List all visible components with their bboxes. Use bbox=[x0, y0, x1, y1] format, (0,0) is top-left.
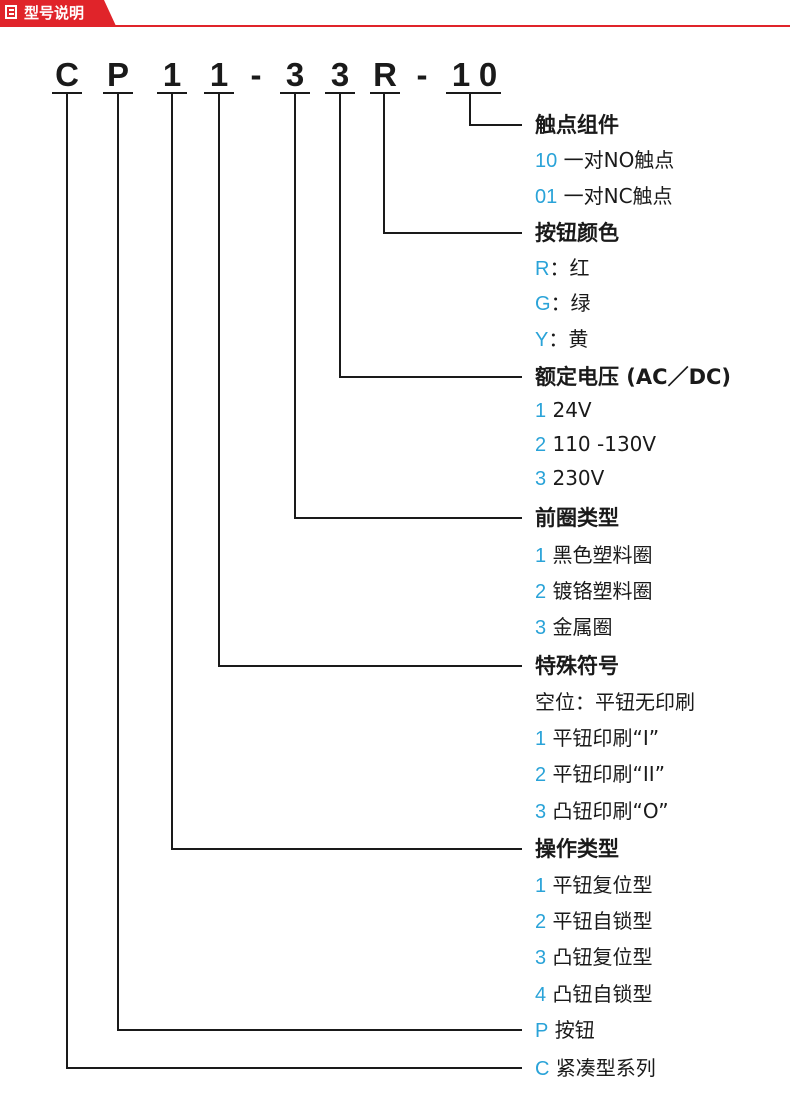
group-title-bezel: 前圈类型 bbox=[535, 506, 619, 530]
option-item: 2 镀铬塑料圈 bbox=[535, 579, 653, 603]
option-item: 1 24V bbox=[535, 398, 592, 422]
section-header-tab: 型号说明 bbox=[0, 0, 116, 26]
section-title: 型号说明 bbox=[24, 4, 85, 22]
code-char-type: P bbox=[106, 56, 129, 93]
group-title-symbol: 特殊符号 bbox=[535, 654, 619, 678]
group-title-operation: 操作类型 bbox=[535, 837, 619, 861]
option-item: 3 凸钮印刷“O” bbox=[535, 799, 669, 823]
label-button: P 按钮 bbox=[535, 1018, 595, 1042]
header-divider bbox=[0, 25, 790, 27]
leader-voltage bbox=[339, 93, 522, 378]
leader-bezel bbox=[294, 93, 522, 519]
label-series: C 紧凑型系列 bbox=[535, 1056, 656, 1080]
option-item: 1 平钮印刷“I” bbox=[535, 726, 660, 750]
leader-button bbox=[117, 93, 522, 1031]
option-item: 3 金属圈 bbox=[535, 615, 613, 639]
option-item: G：绿 bbox=[535, 291, 591, 315]
code-char-contact-1: 1 bbox=[451, 56, 471, 93]
leader-symbol bbox=[218, 93, 522, 667]
group-title-voltage: 额定电压 (AC／DC) bbox=[535, 365, 732, 389]
option-item: 2 平钮自锁型 bbox=[535, 909, 653, 933]
group-title-button-color: 按钮颜色 bbox=[535, 221, 619, 245]
option-item: 空位：平钮无印刷 bbox=[535, 690, 695, 714]
option-item: 10 一对NO触点 bbox=[535, 148, 675, 172]
leader-contact bbox=[469, 93, 522, 126]
code-char-bezel: 3 bbox=[285, 56, 305, 93]
option-item: 1 平钮复位型 bbox=[535, 873, 653, 897]
leader-operation bbox=[171, 93, 522, 850]
option-item: 3 230V bbox=[535, 466, 605, 490]
code-char-contact-2: 0 bbox=[478, 56, 498, 93]
code-char-voltage: 3 bbox=[330, 56, 350, 93]
option-item: Y：黄 bbox=[535, 327, 589, 351]
option-item: 2 110 -130V bbox=[535, 432, 657, 456]
code-char-symbol: 1 bbox=[209, 56, 229, 93]
option-item: R：红 bbox=[535, 256, 590, 280]
option-item: 01 一对NC触点 bbox=[535, 184, 673, 208]
group-title-contacts: 触点组件 bbox=[535, 113, 619, 137]
code-dash: - bbox=[250, 56, 262, 93]
code-char-series: C bbox=[55, 56, 79, 93]
document-icon bbox=[5, 5, 17, 19]
option-item: 4 凸钮自锁型 bbox=[535, 982, 653, 1006]
option-item: 3 凸钮复位型 bbox=[535, 945, 653, 969]
option-item: 1 黑色塑料圈 bbox=[535, 543, 653, 567]
code-char-color: R bbox=[373, 56, 397, 93]
option-item: 2 平钮印刷“II” bbox=[535, 762, 666, 786]
code-char-operation: 1 bbox=[162, 56, 182, 93]
leader-series bbox=[66, 93, 522, 1069]
code-dash: - bbox=[416, 56, 428, 93]
leader-color bbox=[383, 93, 522, 234]
